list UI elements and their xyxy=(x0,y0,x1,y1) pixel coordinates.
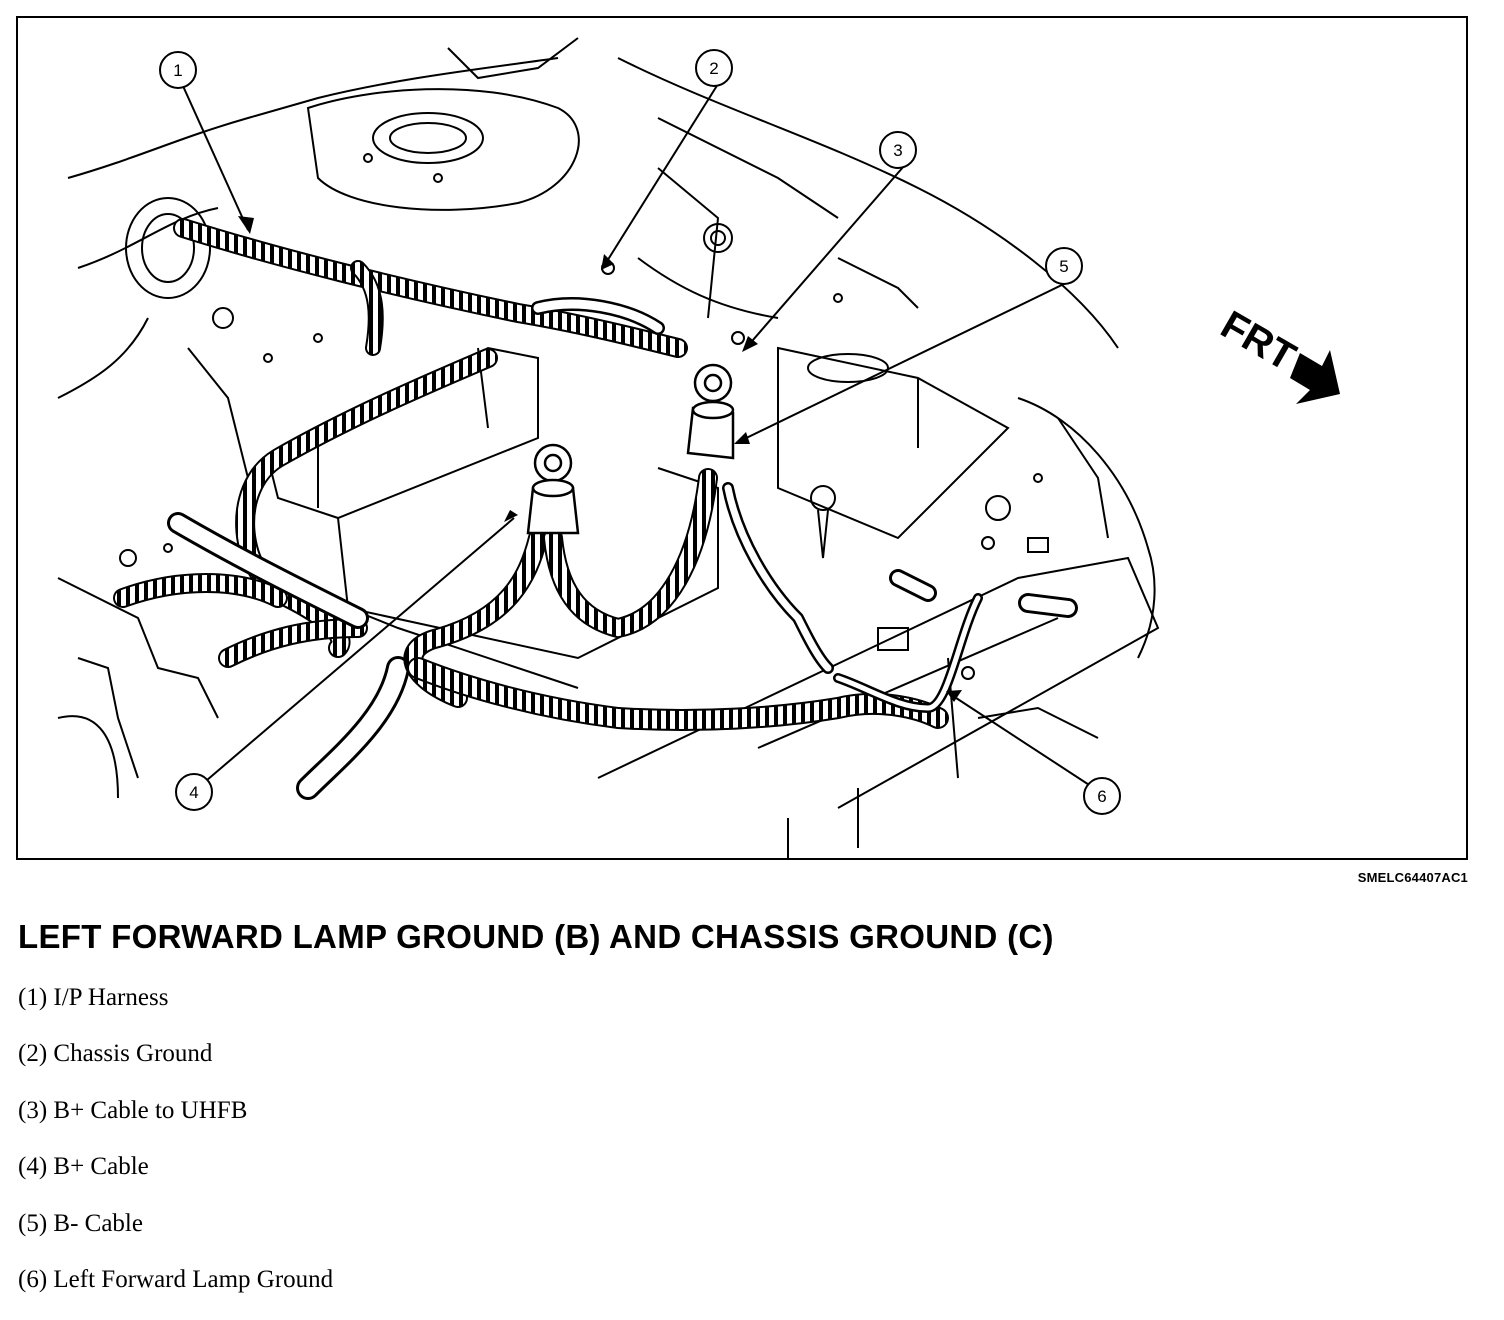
legend-item-b-plus-cable: (4) B+ Cable xyxy=(18,1153,149,1181)
legend-item-left-forward-lamp-ground: (6) Left Forward Lamp Ground xyxy=(18,1265,334,1293)
legend-list: (1) I/P Harness (2) Chassis Ground (3) B… xyxy=(18,982,333,1320)
engine-compartment-illustration: 1 2 3 4 5 6 FRT xyxy=(57,37,1340,858)
wiring-harnesses xyxy=(113,218,1078,800)
callout-1: 1 xyxy=(159,51,197,89)
figure-frame: 1 2 3 4 5 6 FRT xyxy=(16,16,1468,860)
svg-text:1: 1 xyxy=(173,61,182,80)
callout-3: 3 xyxy=(879,131,917,169)
callout-bubbles: 1 2 3 4 5 6 xyxy=(159,49,1121,815)
leader-lines xyxy=(182,83,1104,795)
frt-label: FRT xyxy=(1214,303,1303,380)
callout-4: 4 xyxy=(175,773,213,811)
svg-text:6: 6 xyxy=(1097,787,1106,806)
frt-arrow-icon xyxy=(1290,350,1340,404)
legend-item-b-minus-cable: (5) B- Cable xyxy=(18,1209,143,1237)
legend-item-ip-harness: (1) I/P Harness xyxy=(18,984,169,1011)
legend-item-chassis-ground: (2) Chassis Ground xyxy=(18,1040,213,1068)
svg-text:2: 2 xyxy=(709,59,718,78)
small-fasteners xyxy=(119,153,1049,680)
svg-text:3: 3 xyxy=(893,141,902,160)
figure-code: SMELC64407AC1 xyxy=(1357,870,1468,885)
caption-title: LEFT FORWARD LAMP GROUND (B) AND CHASSIS… xyxy=(18,918,1054,955)
callout-5: 5 xyxy=(1045,247,1083,285)
front-direction-indicator: FRT xyxy=(1214,303,1340,404)
battery-terminals xyxy=(526,363,735,535)
svg-text:4: 4 xyxy=(189,783,198,802)
svg-text:5: 5 xyxy=(1059,257,1068,276)
callout-2: 2 xyxy=(695,49,733,87)
legend-item-b-plus-cable-to-uhfb: (3) B+ Cable to UHFB xyxy=(18,1096,248,1124)
callout-6: 6 xyxy=(1083,777,1121,815)
leader-arrowheads xyxy=(238,216,962,702)
body-sheetmetal-linework xyxy=(57,37,1160,858)
